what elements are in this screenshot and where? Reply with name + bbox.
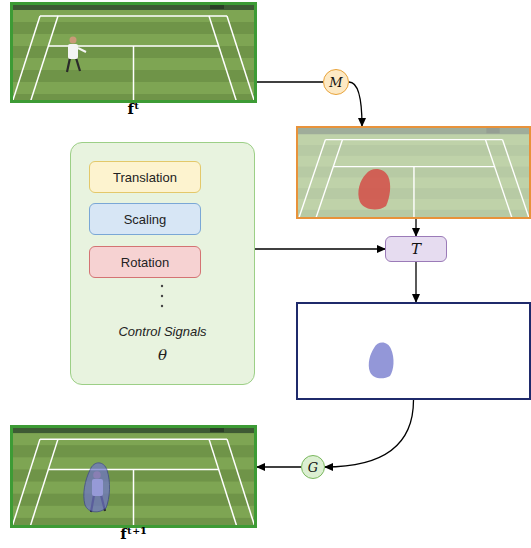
image-frame: fᵗ⁺¹ <box>10 425 257 528</box>
control-panel: Control Signals θ TranslationScalingRotati… <box>70 142 255 385</box>
flow-arrow <box>349 82 362 126</box>
flow-arrow <box>257 466 301 467</box>
signal-label: Translation <box>113 170 177 185</box>
operator-symbol: M <box>329 75 342 90</box>
signal-label: Rotation <box>121 255 169 270</box>
flow-arrow <box>257 81 323 82</box>
mask-blob <box>369 342 394 378</box>
operator-symbol: G <box>308 460 318 475</box>
operator-circle: G <box>301 455 325 479</box>
flow-arrow <box>415 262 416 302</box>
frame-label: fᵗ⁺¹ <box>13 526 254 543</box>
player <box>67 37 86 73</box>
operator-circle: M <box>323 69 349 95</box>
operator-symbol: T <box>411 240 421 258</box>
mask-blob <box>358 169 390 210</box>
signal-label: Scaling <box>124 212 167 227</box>
transformed-frame <box>296 302 531 400</box>
flow-arrow <box>255 248 385 249</box>
panel-symbol: θ <box>71 346 254 364</box>
image-frame: fᵗ <box>10 2 257 103</box>
signal-box: Translation <box>89 161 201 193</box>
mask-overlay <box>84 463 110 512</box>
signal-box: Rotation <box>89 246 201 278</box>
panel-caption: Control Signals <box>71 324 254 339</box>
tennis-frame <box>10 425 257 527</box>
dot <box>161 295 163 297</box>
flow-arrow <box>325 400 414 467</box>
dot <box>161 305 163 307</box>
transformed-mask <box>369 342 394 378</box>
tennis-frame <box>10 2 257 103</box>
mask-frame <box>297 127 531 218</box>
transform-box: T <box>385 236 447 262</box>
mask-frame <box>296 126 531 219</box>
frame-label: fᵗ <box>13 101 254 118</box>
dot <box>161 285 163 287</box>
flow-arrow <box>415 219 416 236</box>
signal-box: Scaling <box>89 203 201 235</box>
